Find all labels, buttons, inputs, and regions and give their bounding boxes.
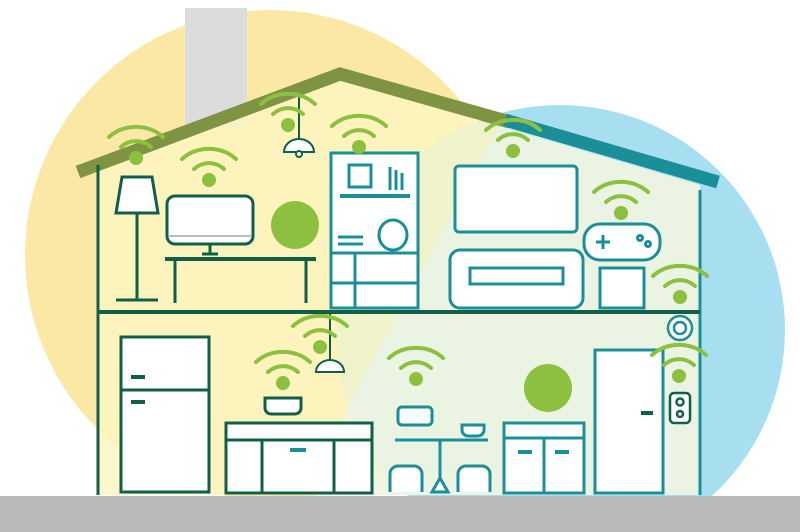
wifi-signals [107, 91, 709, 390]
wifi-icon [259, 91, 317, 132]
cabinet-icon [502, 421, 586, 495]
wifi-icon [651, 263, 709, 304]
bookshelf-icon [329, 151, 420, 310]
wifi-icon [387, 345, 445, 386]
wifi-icon [650, 342, 708, 383]
wifi-icon [592, 179, 650, 220]
roof [75, 67, 512, 179]
desk-icon [165, 257, 316, 303]
tv-icon [453, 164, 579, 234]
table-icon [388, 405, 492, 494]
doorbell-icon [668, 391, 692, 425]
ground [0, 496, 800, 532]
game-controller-icon [582, 222, 662, 310]
pendant-lamp-icon [282, 95, 316, 158]
wifi-icon [484, 117, 542, 158]
wifi-icon [330, 113, 388, 154]
wifi-icon [107, 124, 165, 165]
smart-speaker-icon [271, 201, 319, 249]
sofa-icon [448, 248, 585, 310]
wifi-icon [254, 349, 312, 390]
door-icon [593, 348, 665, 495]
smoke-detector-icon [666, 314, 694, 342]
kitchen-cabinet-icon [224, 396, 374, 495]
smart-speaker-icon [524, 364, 572, 412]
fridge-icon [119, 335, 211, 494]
wifi-icon [180, 146, 238, 187]
floor-lamp-icon [114, 175, 160, 302]
wifi-icon [291, 313, 349, 354]
pendant-lamp-icon [314, 312, 346, 373]
monitor-icon [165, 194, 255, 256]
walls [96, 165, 702, 495]
